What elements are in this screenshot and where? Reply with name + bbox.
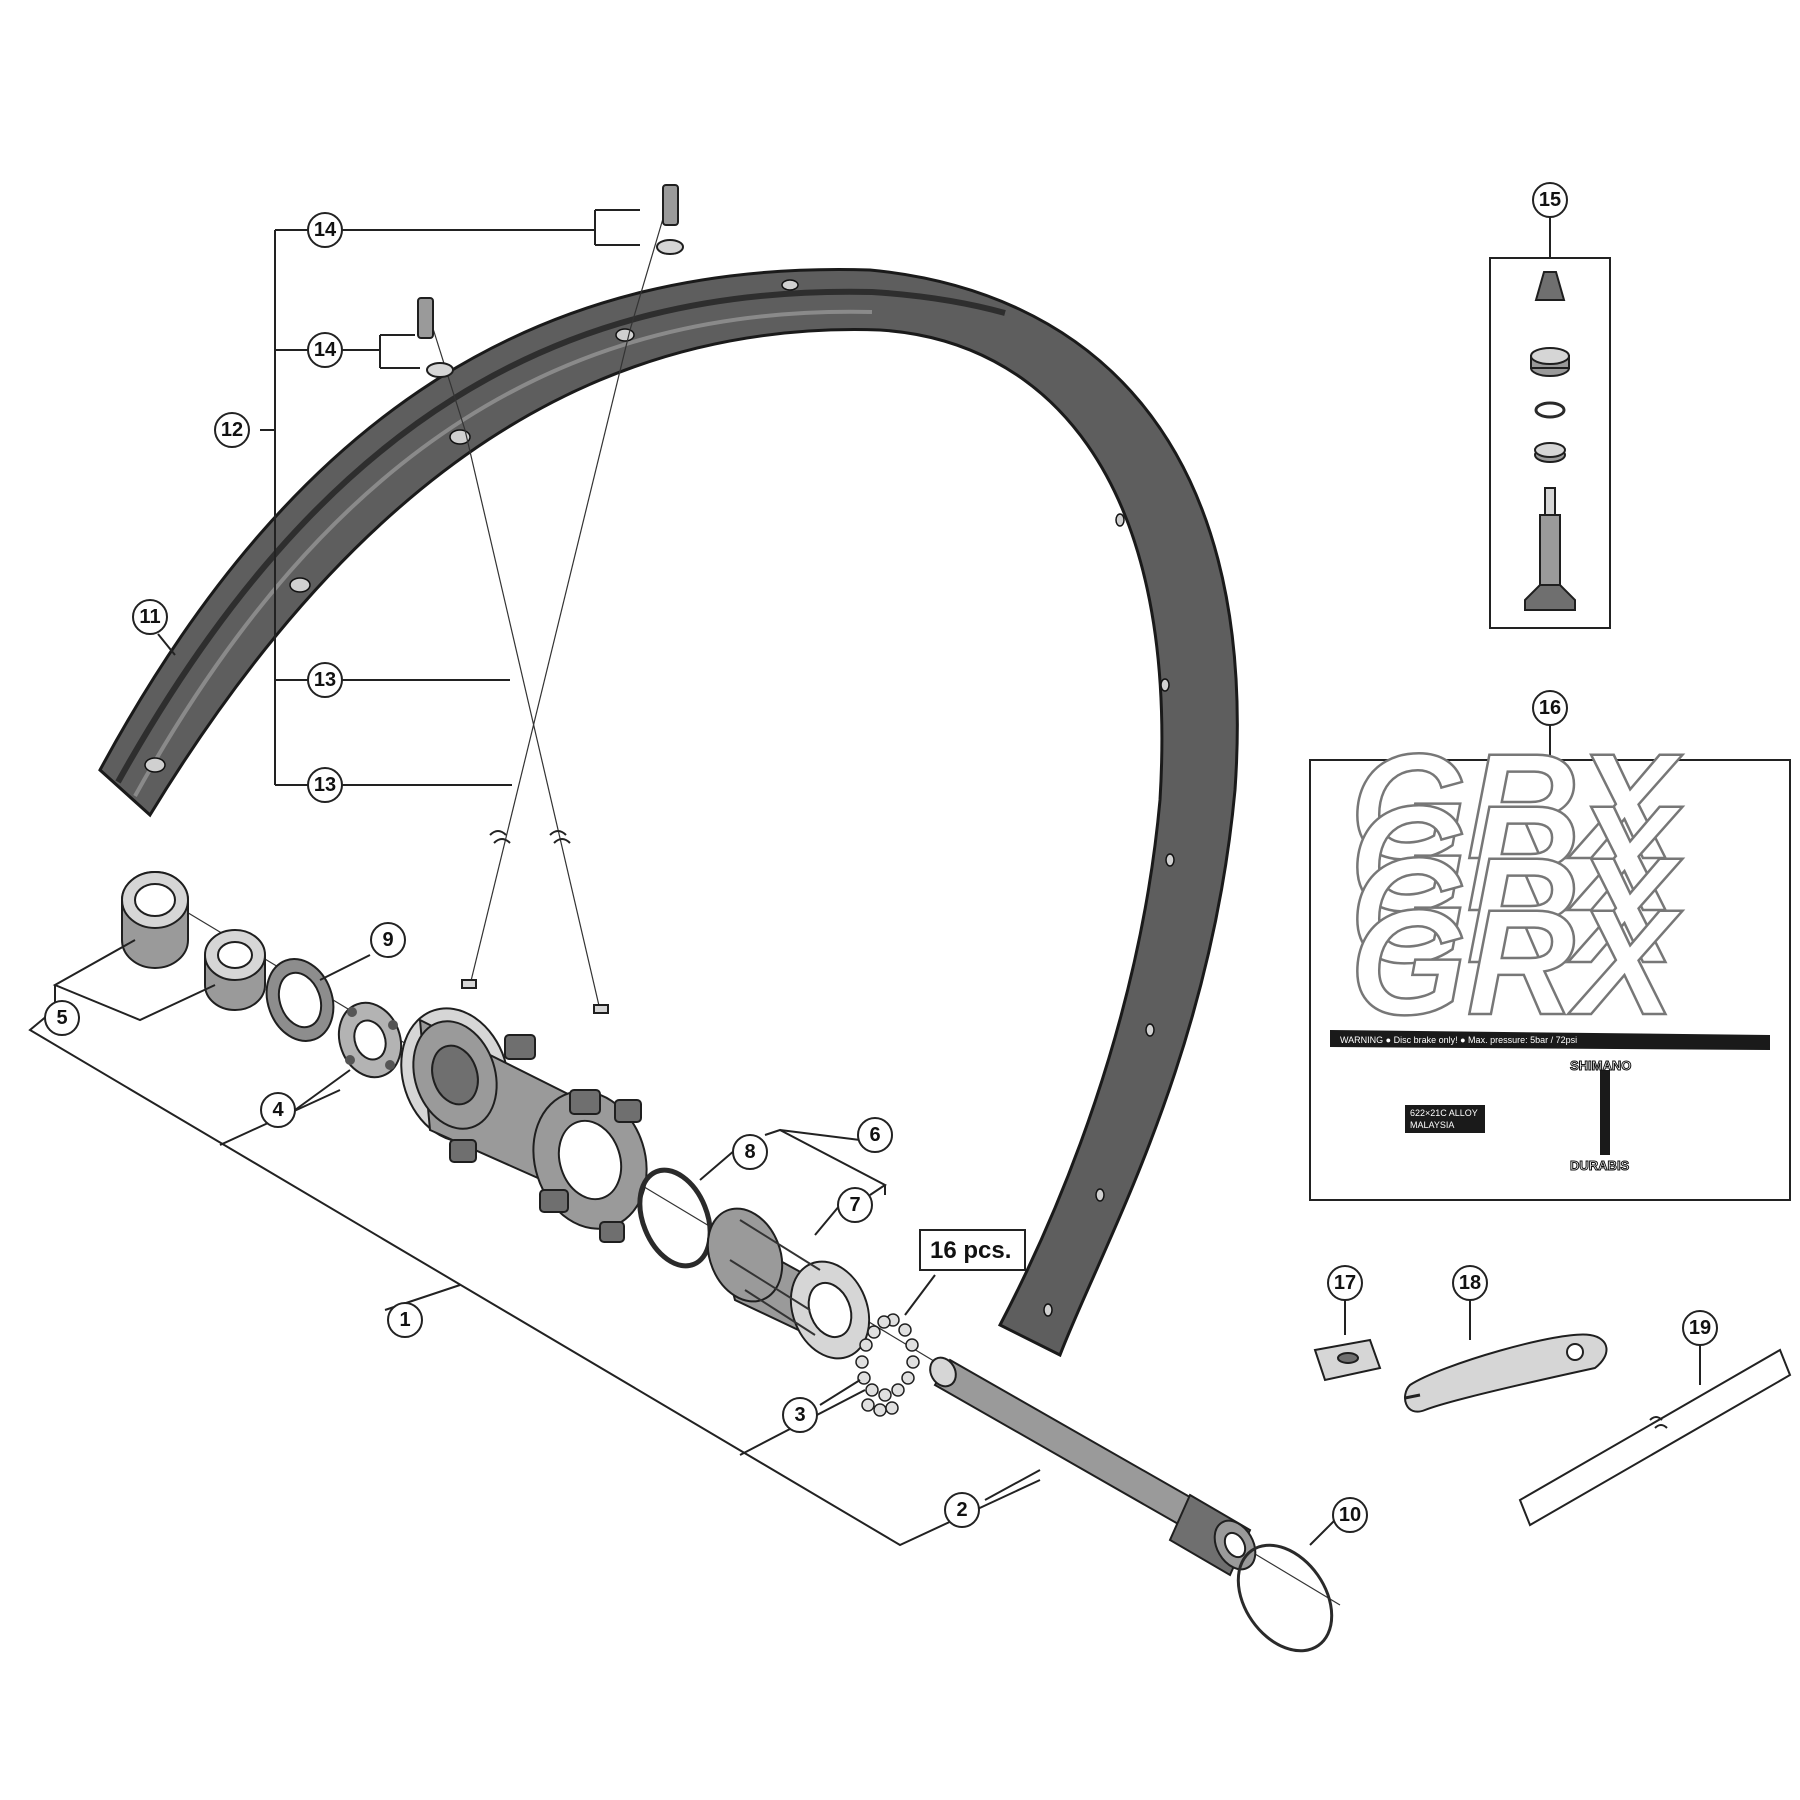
svg-text:9: 9 bbox=[382, 929, 393, 951]
snap-ring bbox=[1236, 1543, 1334, 1653]
svg-text:4: 4 bbox=[272, 1099, 284, 1121]
callout-19: 19 bbox=[1682, 1310, 1718, 1346]
bearing bbox=[337, 1001, 403, 1079]
svg-text:7: 7 bbox=[849, 1194, 860, 1216]
callout-4: 4 bbox=[260, 1092, 296, 1128]
dust-seal bbox=[265, 958, 335, 1042]
spoke-wrench bbox=[1404, 1333, 1608, 1413]
svg-text:8: 8 bbox=[744, 1141, 755, 1163]
spoke-head-b bbox=[593, 1004, 609, 1014]
decal-set-box: GRX GRX GRX GRX WARNING ● Disc brake onl… bbox=[1309, 721, 1791, 1201]
svg-text:14: 14 bbox=[314, 339, 337, 361]
rim-tape bbox=[1518, 1348, 1792, 1527]
callout-3: 3 bbox=[782, 1397, 818, 1433]
o-ring bbox=[637, 1167, 713, 1269]
callout-9: 9 bbox=[370, 922, 406, 958]
decal-material-label: 622×21C ALLOY MALAYSIA bbox=[1405, 1105, 1485, 1133]
decal-frame bbox=[1309, 759, 1791, 1201]
svg-text:18: 18 bbox=[1459, 1272, 1481, 1294]
callout-8: 8 bbox=[732, 1134, 768, 1170]
rim-inner-channel bbox=[115, 288, 1006, 784]
decal-logo-2: GRX bbox=[1350, 774, 1683, 942]
callout-6: 6 bbox=[857, 1117, 893, 1153]
hub-axle bbox=[929, 1356, 1257, 1577]
callout-1: 1 bbox=[387, 1302, 423, 1338]
svg-text:13: 13 bbox=[314, 774, 336, 796]
rim bbox=[98, 268, 1239, 1358]
svg-text:DURABIS: DURABIS bbox=[1570, 1158, 1630, 1173]
callout-11: 11 bbox=[132, 599, 168, 635]
callout-14-upper: 14 bbox=[307, 212, 343, 248]
svg-text:6: 6 bbox=[869, 1124, 880, 1146]
svg-text:5: 5 bbox=[56, 1007, 67, 1029]
rim-highlight bbox=[133, 309, 873, 797]
valve-stem bbox=[1524, 487, 1576, 611]
bearing-balls bbox=[855, 1313, 920, 1417]
svg-text:MALAYSIA: MALAYSIA bbox=[1410, 1120, 1454, 1130]
hub-assembly bbox=[121, 871, 1341, 1653]
nipple-mid bbox=[417, 297, 454, 378]
svg-text:15: 15 bbox=[1539, 189, 1561, 211]
spoke-break-a bbox=[489, 830, 511, 844]
svg-text:10: 10 bbox=[1339, 1504, 1361, 1526]
callout-12: 12 bbox=[214, 412, 250, 448]
callout-10: 10 bbox=[1332, 1497, 1368, 1533]
svg-text:16: 16 bbox=[1539, 697, 1561, 719]
spoke-a bbox=[464, 429, 601, 1011]
spokes bbox=[417, 184, 684, 1014]
decal-warning-strip: WARNING ● Disc brake only! ● Max. pressu… bbox=[1330, 1030, 1770, 1050]
svg-text:19: 19 bbox=[1689, 1317, 1711, 1339]
callout-15: 15 bbox=[1532, 182, 1568, 218]
callout-5: 5 bbox=[44, 1000, 80, 1036]
svg-text:14: 14 bbox=[314, 219, 337, 241]
callout-7: 7 bbox=[837, 1187, 873, 1223]
decal-logo-1: GRX bbox=[1350, 722, 1683, 890]
nipple-top bbox=[656, 184, 684, 255]
callout-18: 18 bbox=[1452, 1265, 1488, 1301]
valve-washer bbox=[1534, 401, 1566, 419]
callout-17: 17 bbox=[1327, 1265, 1363, 1301]
hub-body bbox=[400, 1007, 648, 1243]
callout-2: 2 bbox=[944, 1492, 980, 1528]
svg-text:3: 3 bbox=[794, 1404, 805, 1426]
decal-logo-4: GRX bbox=[1350, 878, 1683, 1046]
valve-cap bbox=[1534, 271, 1566, 301]
bearing-ball-qty-box: 16 pcs. bbox=[919, 1229, 1026, 1271]
svg-text:WARNING ● Disc brake only! ●: WARNING ● Disc brake only! ● Max. pressu… bbox=[1340, 1035, 1577, 1045]
rim-spoke-holes bbox=[144, 279, 1175, 1317]
svg-text:17: 17 bbox=[1334, 1272, 1356, 1294]
end-cap-left bbox=[121, 871, 189, 969]
decal-logo-3: GRX bbox=[1350, 826, 1683, 994]
spoke-head-a bbox=[461, 979, 477, 989]
callout-14-lower: 14 bbox=[307, 332, 343, 368]
valve-kit-box bbox=[1489, 257, 1611, 629]
svg-text:2: 2 bbox=[956, 1499, 967, 1521]
svg-text:SHIMANO: SHIMANO bbox=[1570, 1058, 1631, 1073]
rim-body bbox=[98, 268, 1239, 1358]
svg-text:13: 13 bbox=[314, 669, 336, 691]
svg-text:622×21C ALLOY: 622×21C ALLOY bbox=[1410, 1108, 1478, 1118]
magnet-insert bbox=[1313, 1338, 1382, 1382]
spoke-b bbox=[469, 329, 631, 986]
spoke-break-b bbox=[549, 830, 571, 844]
freehub-body bbox=[706, 1207, 871, 1360]
callout-13-lower: 13 bbox=[307, 767, 343, 803]
valve-nut bbox=[1530, 347, 1570, 377]
bearing-ball-qty: 16 pcs. bbox=[930, 1237, 1011, 1264]
svg-text:1: 1 bbox=[399, 1309, 410, 1331]
end-cap-right bbox=[204, 929, 266, 1011]
svg-text:11: 11 bbox=[139, 606, 160, 628]
callout-13-upper: 13 bbox=[307, 662, 343, 698]
decal-brand-label: SHIMANO DURABIS bbox=[1570, 1058, 1632, 1174]
leader-lines bbox=[28, 209, 1701, 1547]
callout-16: 16 bbox=[1532, 690, 1568, 726]
svg-text:12: 12 bbox=[221, 419, 243, 441]
valve-kit-frame bbox=[1489, 257, 1611, 629]
valve-o-ring bbox=[1534, 442, 1566, 463]
